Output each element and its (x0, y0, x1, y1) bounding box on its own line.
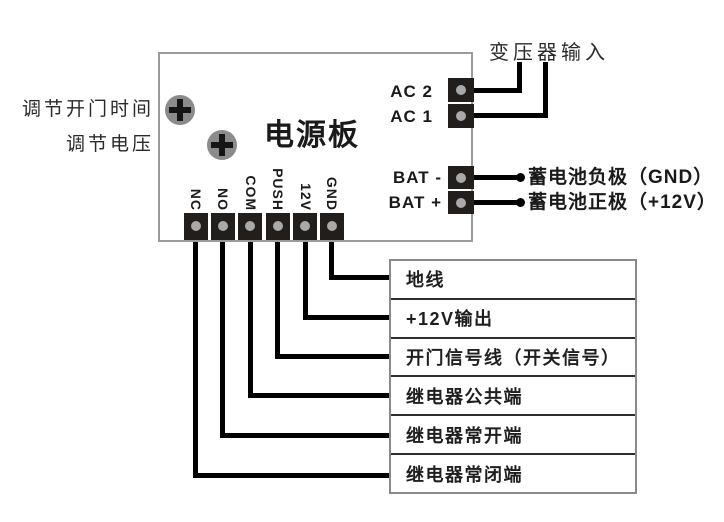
terminal-hole (456, 198, 466, 208)
pin-label-com: COM (243, 175, 259, 211)
bat-plus-label: BAT + (388, 193, 442, 212)
screw-cross-icon (219, 134, 225, 156)
pin-label-gnd: GND (324, 176, 340, 211)
ac2-label: AC 2 (390, 82, 433, 101)
terminal-hole (273, 221, 283, 231)
terminal-ac2 (448, 78, 474, 102)
terminal-bat-minus (448, 166, 474, 189)
board-title: 电源板 (264, 119, 360, 152)
terminal-bat-plus (448, 191, 474, 214)
screw-cross-icon (177, 99, 183, 121)
pin-label-nc: NC (188, 188, 204, 211)
terminal-hole (218, 221, 228, 231)
battery-positive-description: 蓄电池正极（+12V） (528, 192, 717, 213)
wire-push-to-signal-row (275, 238, 389, 359)
wire-bat-plus (461, 200, 518, 205)
terminal-hole (191, 221, 201, 231)
arrow-dot-bat-minus (516, 173, 525, 182)
terminal-hole (456, 85, 466, 95)
pin-label-push: PUSH (270, 168, 286, 211)
terminal-push (266, 213, 290, 240)
battery-negative-description: 蓄电池负极（GND） (528, 167, 714, 188)
table-row-relay-common: 继电器公共端 (391, 375, 635, 414)
wire-nc-to-relay-nc-row (193, 238, 389, 478)
wire-com-to-relay-com-row (248, 238, 389, 398)
bat-minus-label: BAT - (392, 168, 442, 187)
adjust-door-time-label: 调节开门时间 (21, 99, 154, 120)
table-row-12v-output: +12V输出 (391, 297, 635, 337)
terminal-hole (245, 221, 255, 231)
terminal-com (238, 213, 262, 240)
adjust-voltage-label: 调节电压 (65, 134, 154, 155)
arrow-dot-bat-plus (516, 198, 525, 207)
table-row-relay-nc: 继电器常闭端 (391, 453, 635, 492)
wire-ac1-to-transformer (458, 62, 548, 118)
terminal-ac1 (448, 104, 474, 128)
terminal-gnd (320, 213, 344, 240)
table-row-door-signal: 开门信号线（开关信号） (391, 336, 635, 376)
table-row-relay-no: 继电器常开端 (391, 414, 635, 453)
wire-12v-to-output-row (303, 238, 389, 320)
pin-label-12v: 12V (298, 183, 314, 211)
terminal-nc (184, 213, 208, 240)
table-row-ground: 地线 (406, 270, 445, 291)
voltage-potentiometer (207, 130, 237, 160)
terminal-hole (456, 173, 466, 183)
ac1-label: AC 1 (390, 107, 433, 126)
door-time-potentiometer (165, 95, 195, 125)
wire-gnd-to-ground-row (329, 238, 389, 280)
terminal-12v (293, 213, 317, 240)
pin-label-no: NO (215, 188, 231, 211)
transformer-input-label: 变压器输入 (489, 42, 609, 64)
terminal-no (211, 213, 235, 240)
terminal-hole (456, 111, 466, 121)
wiring-table: 地线 +12V输出 开门信号线（开关信号） 继电器公共端 继电器常开端 继电器常… (389, 259, 637, 494)
terminal-hole (327, 221, 337, 231)
terminal-hole (300, 221, 310, 231)
wire-bat-minus (461, 175, 518, 180)
wire-ac2-to-transformer (458, 62, 522, 93)
wire-no-to-relay-no-row (220, 238, 389, 438)
